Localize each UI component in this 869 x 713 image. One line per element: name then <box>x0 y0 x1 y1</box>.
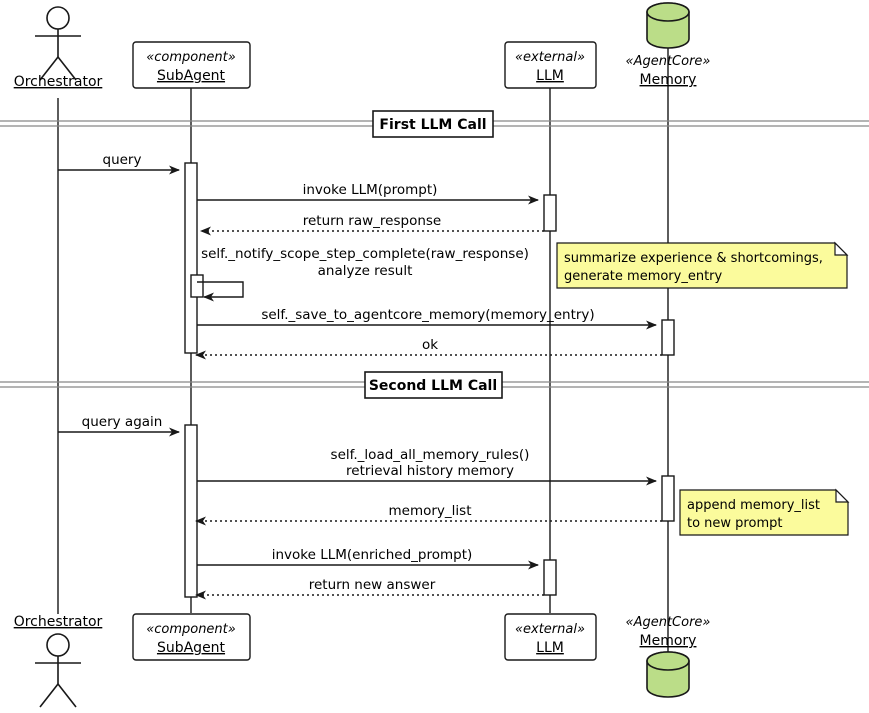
activation-bar-llm-2 <box>543 559 557 596</box>
divider-label-first: First LLM Call <box>379 117 486 133</box>
participant-stereotype-subagent-bottom: «component» <box>146 622 236 637</box>
message-label-query: query <box>103 152 142 168</box>
message-label-ok: ok <box>422 337 438 353</box>
message-invoke-llm-enriched: invoke LLM(enriched_prompt) <box>197 547 539 570</box>
actor-leg-right-icon-bottom <box>57 683 77 708</box>
participant-stereotype-llm-bottom: «external» <box>515 622 585 637</box>
note-body-append <box>679 489 849 536</box>
participant-orchestrator-top[interactable]: Orchestrator <box>14 6 103 90</box>
message-label-load-memory-line1: self._load_all_memory_rules() <box>331 447 530 463</box>
message-save-to-agentcore-memory: self._save_to_agentcore_memory(memory_en… <box>197 307 657 330</box>
participant-subagent-bottom[interactable]: «component» SubAgent <box>132 613 251 661</box>
database-cylinder-top-icon-bottom <box>646 651 690 671</box>
participant-box-subagent-top <box>132 41 251 89</box>
message-label-load-memory-line2: retrieval history memory <box>346 463 514 479</box>
activation-bar-subagent-self <box>190 274 204 298</box>
message-memory-list: memory_list <box>195 503 662 526</box>
participant-box-subagent-bottom <box>132 613 251 661</box>
actor-leg-left-icon-bottom <box>39 683 59 708</box>
actor-leg-left-icon <box>39 56 59 81</box>
participant-orchestrator-bottom[interactable]: Orchestrator <box>14 614 103 708</box>
activation-bar-llm-1 <box>543 194 557 232</box>
participant-llm-top[interactable]: «external» LLM <box>504 41 597 89</box>
message-return-raw-response: return raw_response <box>200 213 544 236</box>
divider-second-llm-call: Second LLM Call <box>0 371 869 399</box>
participant-label-memory-bottom: Memory <box>640 633 697 649</box>
note-summarize-experience: summarize experience & shortcomings, gen… <box>556 241 849 289</box>
note-text-summarize-line2: generate memory_entry <box>564 269 723 284</box>
participant-subagent-top[interactable]: «component» SubAgent <box>132 41 251 89</box>
activation-bar-subagent-2 <box>184 424 198 598</box>
message-label-query-again: query again <box>82 414 163 430</box>
message-return-new-answer: return new answer <box>195 577 544 600</box>
message-label-save-to-agentcore-memory: self._save_to_agentcore_memory(memory_en… <box>261 307 594 323</box>
participant-label-subagent-top: SubAgent <box>157 68 226 84</box>
message-label-invoke-llm-enriched: invoke LLM(enriched_prompt) <box>272 547 473 563</box>
participant-label-llm-bottom: LLM <box>536 640 564 656</box>
note-body-summarize <box>556 242 848 289</box>
message-label-self-notify-line1: self._notify_scope_step_complete(raw_res… <box>201 246 529 262</box>
activation-bars <box>184 162 675 598</box>
participant-llm-bottom[interactable]: «external» LLM <box>504 613 597 661</box>
activation-bar-memory-2 <box>661 475 675 522</box>
message-label-return-new-answer: return new answer <box>309 577 436 593</box>
actor-head-icon <box>46 6 70 30</box>
divider-box-1 <box>372 110 494 138</box>
participant-memory-top[interactable]: «AgentCore» Memory <box>626 2 711 88</box>
participant-label-orchestrator-bottom: Orchestrator <box>14 614 103 630</box>
message-label-memory-list: memory_list <box>389 503 472 519</box>
activation-bar-subagent-1 <box>184 162 198 354</box>
participant-stereotype-memory-top: «AgentCore» <box>626 54 711 69</box>
message-self-notify-scope-step-complete: self._notify_scope_step_complete(raw_res… <box>197 246 529 302</box>
divider-first-llm-call: First LLM Call <box>0 110 869 138</box>
message-label-return-raw-response: return raw_response <box>303 213 442 229</box>
participant-stereotype-llm-top: «external» <box>515 50 585 65</box>
divider-box-2 <box>364 371 503 399</box>
participant-stereotype-memory-bottom: «AgentCore» <box>626 615 711 630</box>
participant-stereotype-subagent-top: «component» <box>146 50 236 65</box>
divider-label-second: Second LLM Call <box>369 378 497 394</box>
message-label-self-notify-line2: analyze result <box>318 263 413 279</box>
message-load-all-memory-rules: self._load_all_memory_rules() retrieval … <box>197 447 657 486</box>
note-text-append-line2: to new prompt <box>687 516 782 531</box>
message-invoke-llm-prompt: invoke LLM(prompt) <box>197 182 539 205</box>
actor-head-icon-bottom <box>46 633 70 657</box>
participant-label-orchestrator-top: Orchestrator <box>14 74 103 90</box>
actor-leg-right-icon <box>57 56 77 81</box>
participant-box-llm-bottom <box>504 613 597 661</box>
note-text-append-line1: append memory_list <box>687 498 820 513</box>
note-fold-corner-icon <box>834 241 849 256</box>
message-ok: ok <box>195 337 662 360</box>
participant-label-subagent-bottom: SubAgent <box>157 640 226 656</box>
participant-box-llm-top <box>504 41 597 89</box>
note-text-summarize-line1: summarize experience & shortcomings, <box>564 251 823 266</box>
note-append-memory-list: append memory_list to new prompt <box>679 488 850 536</box>
message-query: query <box>58 152 180 175</box>
participant-label-llm-top: LLM <box>536 68 564 84</box>
activation-bar-memory-1 <box>661 319 675 356</box>
message-label-invoke-llm-prompt: invoke LLM(prompt) <box>303 182 438 198</box>
message-query-again: query again <box>58 414 180 437</box>
database-cylinder-top-icon <box>646 2 690 22</box>
participant-memory-bottom[interactable]: «AgentCore» Memory <box>626 615 711 698</box>
message-arrow-self-notify <box>197 281 244 302</box>
note-fold-corner-icon-2 <box>835 488 850 503</box>
participant-label-memory-top: Memory <box>640 72 697 88</box>
